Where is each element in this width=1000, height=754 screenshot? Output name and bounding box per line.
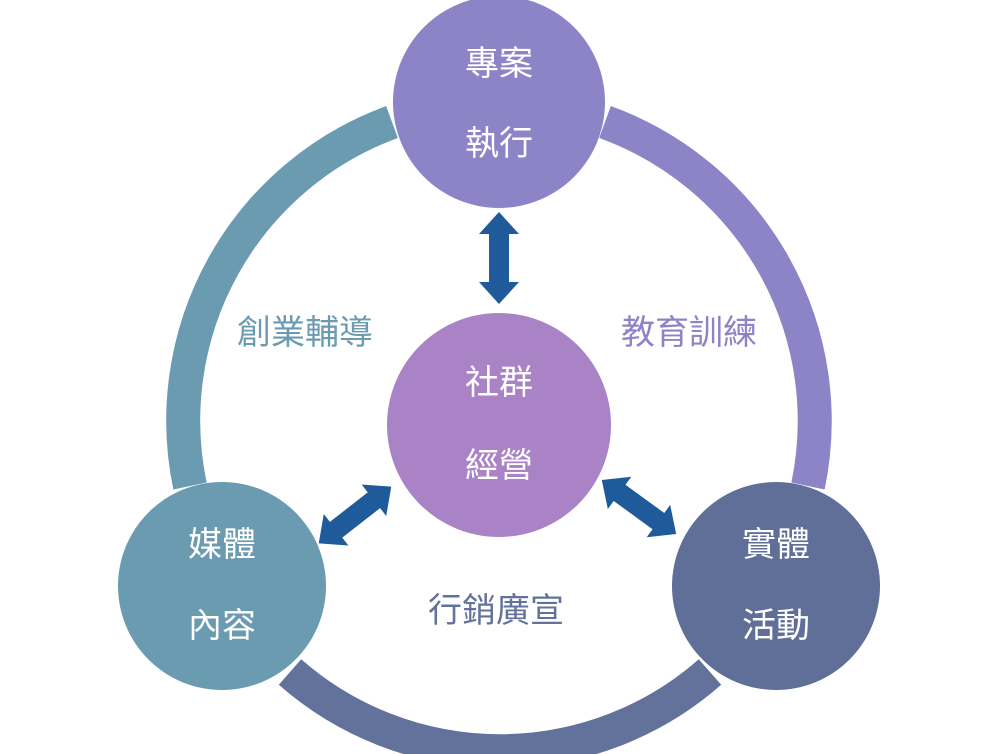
node-center-line1: 社群 <box>465 363 533 403</box>
node-left-line1: 媒體 <box>188 525 256 565</box>
node-center-line2: 經營 <box>465 446 533 486</box>
node-center: 社群 經營 <box>387 313 611 537</box>
node-right-line1: 實體 <box>742 525 810 565</box>
arrow-center-right <box>601 476 677 538</box>
node-right-line2: 活動 <box>742 606 810 646</box>
node-right: 實體 活動 <box>672 482 880 690</box>
edge-label-bottom: 行銷廣宣 <box>428 591 564 631</box>
edge-label-left: 創業輔導 <box>237 313 373 353</box>
ring-arc-left <box>166 106 398 490</box>
ring-arc-right <box>599 106 832 490</box>
node-left-line2: 內容 <box>188 606 256 646</box>
node-top-line2: 執行 <box>465 124 533 164</box>
node-top: 專案 執行 <box>393 0 605 208</box>
arrow-center-top <box>479 212 519 304</box>
node-top-line1: 專案 <box>465 44 533 84</box>
arrow-center-left <box>318 484 392 546</box>
edge-label-right: 教育訓練 <box>621 313 757 353</box>
ring-arc-bottom <box>278 659 722 754</box>
node-left: 媒體 內容 <box>118 482 326 690</box>
